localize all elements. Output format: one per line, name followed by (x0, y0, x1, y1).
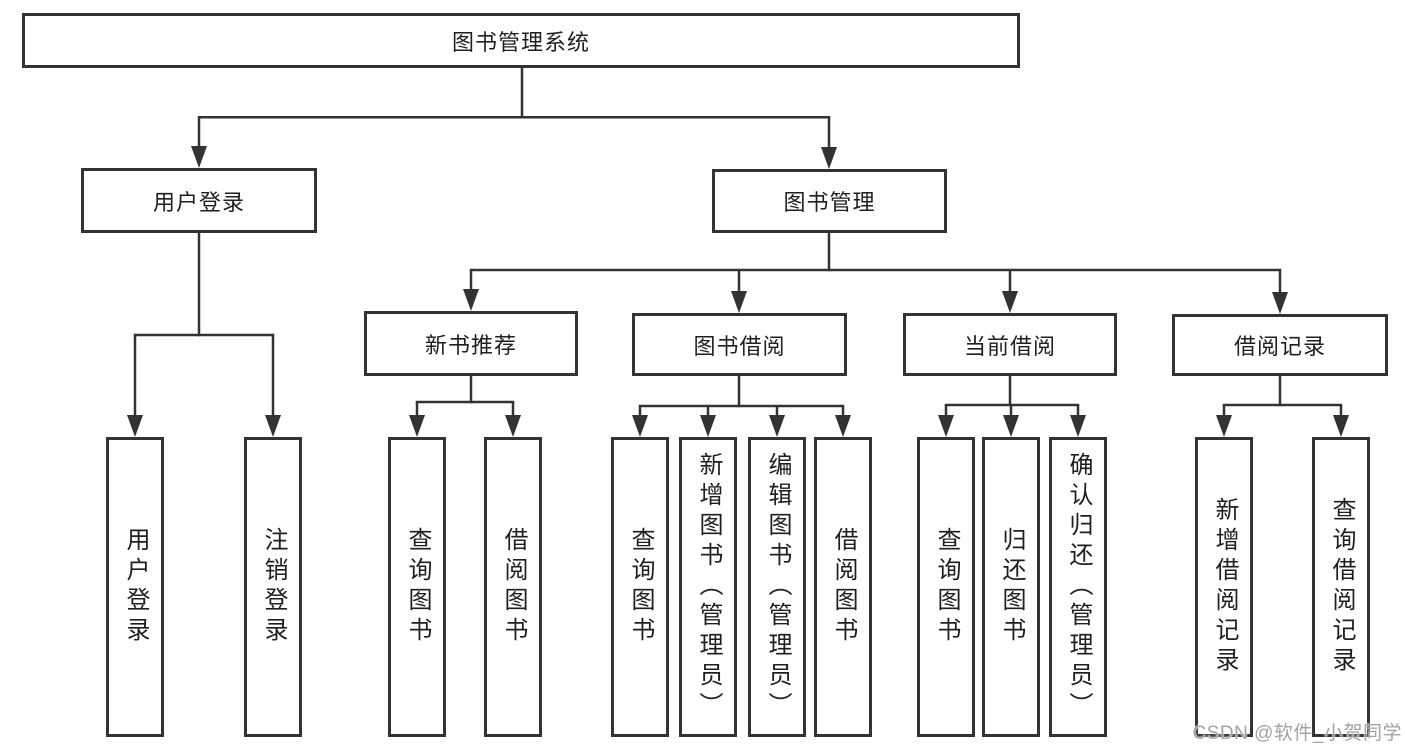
leaf-query-books-recommend: 查询图书 (388, 437, 446, 737)
node-label: 注销登录 (260, 527, 287, 647)
node-label: 查询借阅记录 (1328, 497, 1355, 677)
node-label: 新增借阅记录 (1211, 497, 1238, 677)
node-label: 查询图书 (627, 527, 654, 647)
node-label: 借阅记录 (1233, 334, 1326, 359)
connector-borrow-records-to-leaves (1216, 376, 1349, 437)
leaf-borrow-books: 借阅图书 (814, 437, 872, 737)
node-label: 归还图书 (998, 527, 1025, 647)
node-label: 查询图书 (404, 527, 431, 647)
leaf-return-books: 归还图书 (982, 437, 1040, 737)
leaf-add-books-admin: 新增图书（管理员） (679, 437, 737, 737)
leaf-logout-login: 注销登录 (244, 437, 302, 737)
node-label: 确认归还（管理员） (1065, 452, 1092, 722)
node-label: 图书管理 (783, 190, 876, 215)
node-label: 图书管理系统 (451, 29, 590, 55)
csdn-watermark: CSDN @软件_小贺同学 (1192, 723, 1402, 744)
connector-root-to-level2 (191, 68, 837, 169)
node-label: 新增图书（管理员） (695, 452, 722, 722)
connector-book-management-to-level3 (463, 233, 1288, 314)
node-label: 图书借阅 (693, 333, 786, 359)
node-label: 编辑图书（管理员） (764, 452, 791, 722)
node-label: 新书推荐 (424, 332, 517, 358)
node-label: 用户登录 (152, 189, 245, 215)
node-new-book-recommend: 新书推荐 (364, 311, 578, 376)
node-label: 借阅图书 (830, 527, 857, 647)
node-book-management: 图书管理 (712, 169, 947, 233)
node-label: 查询图书 (933, 527, 960, 647)
connector-current-borrow-to-leaves (938, 376, 1086, 437)
node-book-borrow: 图书借阅 (632, 313, 847, 376)
node-user-login: 用户登录 (81, 168, 317, 233)
connector-user-login-to-leaves (127, 233, 281, 437)
node-label: 当前借阅 (963, 333, 1056, 359)
leaf-query-books-current: 查询图书 (917, 437, 975, 737)
connector-book-borrow-to-leaves (632, 376, 851, 437)
node-label: 用户登录 (122, 527, 149, 647)
leaf-add-borrow-record: 新增借阅记录 (1195, 437, 1253, 737)
leaf-query-books-borrow: 查询图书 (611, 437, 669, 737)
leaf-query-borrow-record: 查询借阅记录 (1312, 437, 1370, 737)
node-library-management-system: 图书管理系统 (22, 13, 1020, 68)
leaf-edit-books-admin: 编辑图书（管理员） (748, 437, 806, 737)
node-borrow-records: 借阅记录 (1172, 314, 1388, 376)
leaf-borrow-books-recommend: 借阅图书 (484, 437, 542, 737)
leaf-user-login: 用户登录 (106, 437, 164, 737)
leaf-confirm-return-admin: 确认归还（管理员） (1049, 437, 1107, 737)
connector-new-book-to-leaves (409, 376, 521, 437)
node-current-borrow: 当前借阅 (903, 313, 1117, 376)
node-label: 借阅图书 (500, 527, 527, 647)
